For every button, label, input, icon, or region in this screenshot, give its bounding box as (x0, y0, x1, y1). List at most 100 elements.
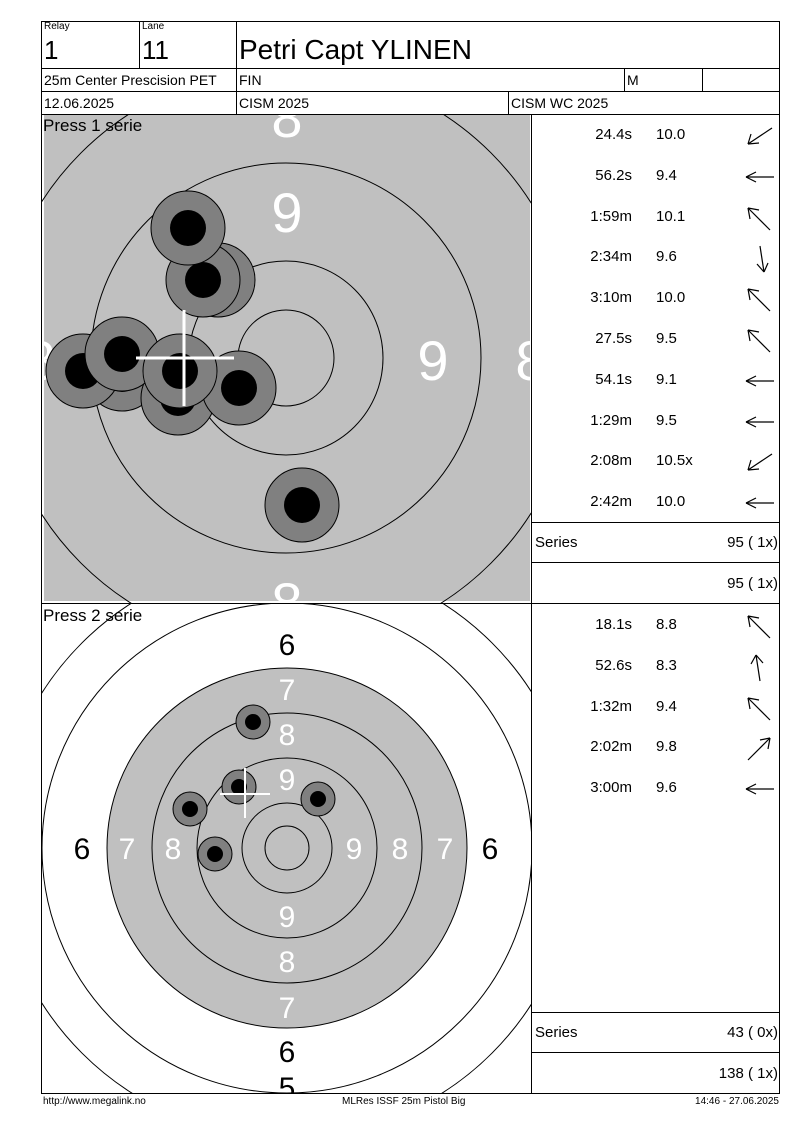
frame-top (41, 21, 780, 22)
arrow-up-left-icon (747, 207, 771, 231)
shot-hole (150, 190, 226, 266)
shot-time: 1:29m (590, 411, 632, 429)
shot-time: 3:10m (590, 289, 632, 307)
relay-value: 1 (44, 35, 59, 65)
shot-holes-panel-2 (172, 704, 336, 872)
shot-hole (300, 781, 336, 817)
footer-software: MLRes ISSF 25m Pistol Big (342, 1096, 466, 1107)
shot-row: 1:29m 9.5 (532, 402, 780, 442)
shot-row: 56.2s 9.4 (532, 157, 780, 197)
ring-label-7-left: 7 (119, 833, 136, 866)
arrow-up-icon (750, 654, 764, 681)
shot-score: 9.6 (656, 248, 677, 266)
shot-score: 9.4 (656, 166, 677, 184)
shot-hole (172, 791, 208, 827)
arrow-left-icon (745, 171, 774, 183)
nation-code: FIN (239, 72, 262, 88)
ring-label-9-bottom: 9 (279, 901, 296, 934)
shot-score: 9.4 (656, 697, 677, 715)
shot-hole (84, 316, 160, 392)
shot-score: 9.6 (656, 779, 677, 797)
gender: M (627, 72, 639, 88)
series-label-2: Series (535, 1024, 578, 1041)
frame-right (779, 21, 780, 1094)
header-rule-1 (41, 68, 780, 69)
header-div-comp (508, 91, 509, 114)
arrow-left-icon (745, 375, 774, 387)
arrow-up-right-icon (747, 737, 771, 761)
shot-time: 52.6s (595, 656, 632, 674)
shot-time: 56.2s (595, 166, 632, 184)
shot-time: 27.5s (595, 330, 632, 347)
shot-time: 54.1s (595, 370, 632, 388)
series-rule-mid-1 (532, 562, 780, 563)
ring-label-8-top: 8 (271, 115, 302, 149)
header-div-nation (624, 68, 625, 91)
ring-label-6-right: 6 (482, 833, 499, 866)
shot-row: 54.1s 9.1 (532, 361, 780, 401)
ring-label-8-right: 8 (515, 329, 531, 392)
target-panel-2: 6 6 6 6 5 7 7 7 7 8 8 8 8 9 9 9 (42, 604, 531, 1093)
shot-score: 8.8 (656, 616, 677, 633)
header-rule-2 (41, 91, 780, 92)
arrow-up-left-icon (747, 329, 771, 353)
shot-score: 9.1 (656, 370, 677, 388)
lane-label: Lane (142, 21, 165, 32)
athlete-name: Petri Capt YLINEN (239, 34, 472, 65)
shot-hole (197, 836, 233, 872)
shot-score: 10.0 (656, 289, 686, 307)
frame-left (41, 21, 42, 1094)
shot-score: 9.5 (656, 411, 677, 429)
arrow-up-left-icon (747, 697, 771, 721)
shot-hole (264, 467, 340, 543)
arrow-down-left-icon (747, 453, 773, 471)
ring-label-9-top: 9 (279, 764, 296, 797)
footer-url[interactable]: http://www.megalink.no (43, 1096, 146, 1107)
shot-hole (235, 704, 271, 740)
total-value-2: 138 ( 1x) (718, 1065, 778, 1082)
competition: CISM 2025 (239, 95, 310, 111)
series-value-2: 43 ( 0x) (727, 1024, 778, 1041)
shot-hole (201, 350, 277, 426)
shot-score: 10.5x (656, 452, 693, 470)
header-div-relay (139, 21, 140, 68)
ring-label-5-bottom: 5 (279, 1072, 296, 1093)
frame-bottom (41, 1093, 780, 1094)
total-value-1: 95 ( 1x) (727, 575, 778, 592)
panel-2-title: Press 2 serie (43, 606, 143, 625)
date: 12.06.2025 (44, 95, 115, 111)
shot-time: 2:02m (590, 738, 632, 756)
ring-label-6-top: 6 (279, 629, 296, 662)
arrow-left-icon (745, 497, 774, 509)
arrow-down-left-icon (747, 127, 773, 145)
ring-label-8-bottom: 8 (279, 946, 296, 979)
series-rule-mid-2 (532, 1052, 780, 1053)
shot-score: 9.8 (656, 738, 677, 756)
relay-label: Relay (44, 21, 70, 32)
ring-label-7-bottom: 7 (279, 992, 296, 1025)
series-rule-top-1 (532, 522, 780, 523)
arrow-left-icon (745, 783, 774, 795)
header-div-lane (236, 21, 237, 114)
shot-time: 3:00m (590, 779, 632, 797)
shot-hole (142, 333, 218, 409)
ring-label-9-right: 9 (346, 833, 363, 866)
shot-row: 3:00m 9.6 (532, 769, 780, 809)
ring-label-8-right: 8 (392, 833, 409, 866)
ring-label-8-left: 8 (165, 833, 182, 866)
ring-label-8-bottom: 8 (271, 571, 302, 603)
shot-row: 2:02m 9.8 (532, 728, 780, 768)
header-rule-3 (41, 114, 780, 115)
shot-score: 8.3 (656, 656, 677, 674)
shot-time: 1:32m (590, 697, 632, 715)
shot-score: 10.1 (656, 207, 686, 225)
ring-label-6-bottom: 6 (279, 1036, 296, 1069)
lane-value: 11 (142, 35, 169, 65)
shot-row: 52.6s 8.3 (532, 647, 780, 687)
ring-label-7-right: 7 (437, 833, 454, 866)
